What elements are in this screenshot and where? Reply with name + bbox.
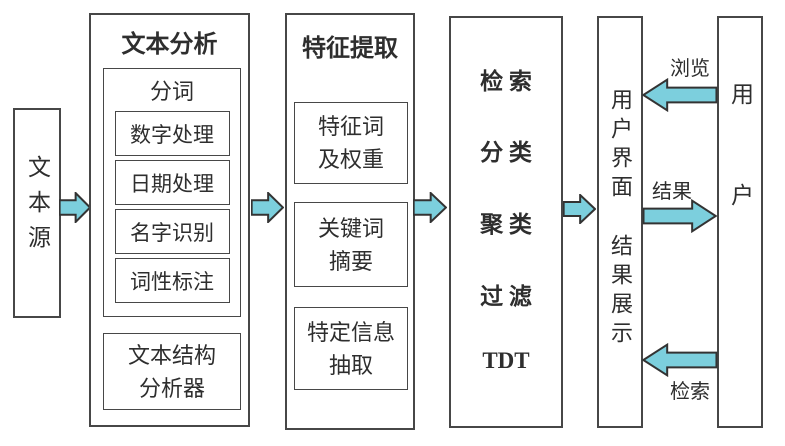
processing-line: 过 滤 — [480, 283, 532, 309]
keyword-summary-label: 关键词 摘要 — [317, 215, 384, 274]
segmentation-item-label: 词性标注 — [130, 269, 214, 294]
processing-line: 检 索 — [480, 68, 532, 94]
segmentation-item-label: 名字识别 — [130, 220, 214, 245]
right-arrow-icon — [563, 194, 596, 224]
right-arrow-icon — [642, 199, 718, 233]
left-arrow-icon — [641, 78, 718, 112]
text-analysis-title: 文本分析 — [121, 32, 218, 58]
processing-lines: 检 索 分 类 聚 类 过 滤 TDT — [451, 18, 561, 426]
right-arrow-icon — [59, 192, 91, 223]
processing-panel: 检 索 分 类 聚 类 过 滤 TDT — [449, 16, 563, 428]
segmentation-item-label: 日期处理 — [130, 171, 214, 196]
text-analysis-panel: 文本分析 分词 数字处理 日期处理 名字识别 词性标注 文本结构 分析器 — [89, 13, 250, 427]
result-flow-label: 结果 — [652, 181, 692, 203]
processing-line: TDT — [482, 348, 530, 374]
feature-words-label: 特征词 及权重 — [317, 114, 384, 172]
text-source-label: 文本源 — [24, 154, 50, 260]
segmentation-title: 分词 — [149, 79, 194, 104]
segmentation-item-label: 数字处理 — [130, 122, 214, 147]
segmentation-items: 数字处理 日期处理 名字识别 词性标注 — [104, 111, 240, 303]
user-interface-panel: 用户界面 结果展示 — [597, 16, 643, 428]
processing-line: 分 类 — [480, 140, 532, 166]
segmentation-item-box: 数字处理 — [114, 111, 230, 156]
user-label: 用户 — [727, 82, 753, 284]
segmentation-item-box: 词性标注 — [114, 258, 230, 303]
structure-analyzer-box: 文本结构 分析器 — [103, 333, 241, 410]
search-flow-label: 检索 — [670, 381, 710, 403]
left-arrow-icon — [641, 343, 718, 377]
text-source-box: 文本源 — [13, 108, 61, 318]
segmentation-item-box: 日期处理 — [114, 160, 230, 205]
result-display-label: 结果展示 — [608, 234, 633, 350]
info-extraction-box: 特定信息 抽取 — [294, 307, 408, 390]
processing-line: 聚 类 — [480, 211, 532, 237]
right-arrow-icon — [251, 192, 284, 223]
feature-extraction-title: 特征提取 — [302, 36, 398, 62]
info-extraction-label: 特定信息 抽取 — [306, 319, 395, 378]
user-interface-label: 用户界面 — [608, 88, 633, 204]
structure-analyzer-label: 文本结构 分析器 — [127, 342, 216, 401]
feature-extraction-panel: 特征提取 特征词 及权重 关键词 摘要 特定信息 抽取 — [285, 13, 415, 430]
user-box: 用户 — [717, 16, 763, 428]
browse-flow-label: 浏览 — [670, 58, 710, 80]
segmentation-item-box: 名字识别 — [114, 209, 230, 254]
keyword-summary-box: 关键词 摘要 — [294, 202, 408, 287]
feature-words-box: 特征词 及权重 — [294, 102, 408, 184]
right-arrow-icon — [413, 192, 447, 223]
segmentation-group-box: 分词 数字处理 日期处理 名字识别 词性标注 — [103, 68, 241, 317]
